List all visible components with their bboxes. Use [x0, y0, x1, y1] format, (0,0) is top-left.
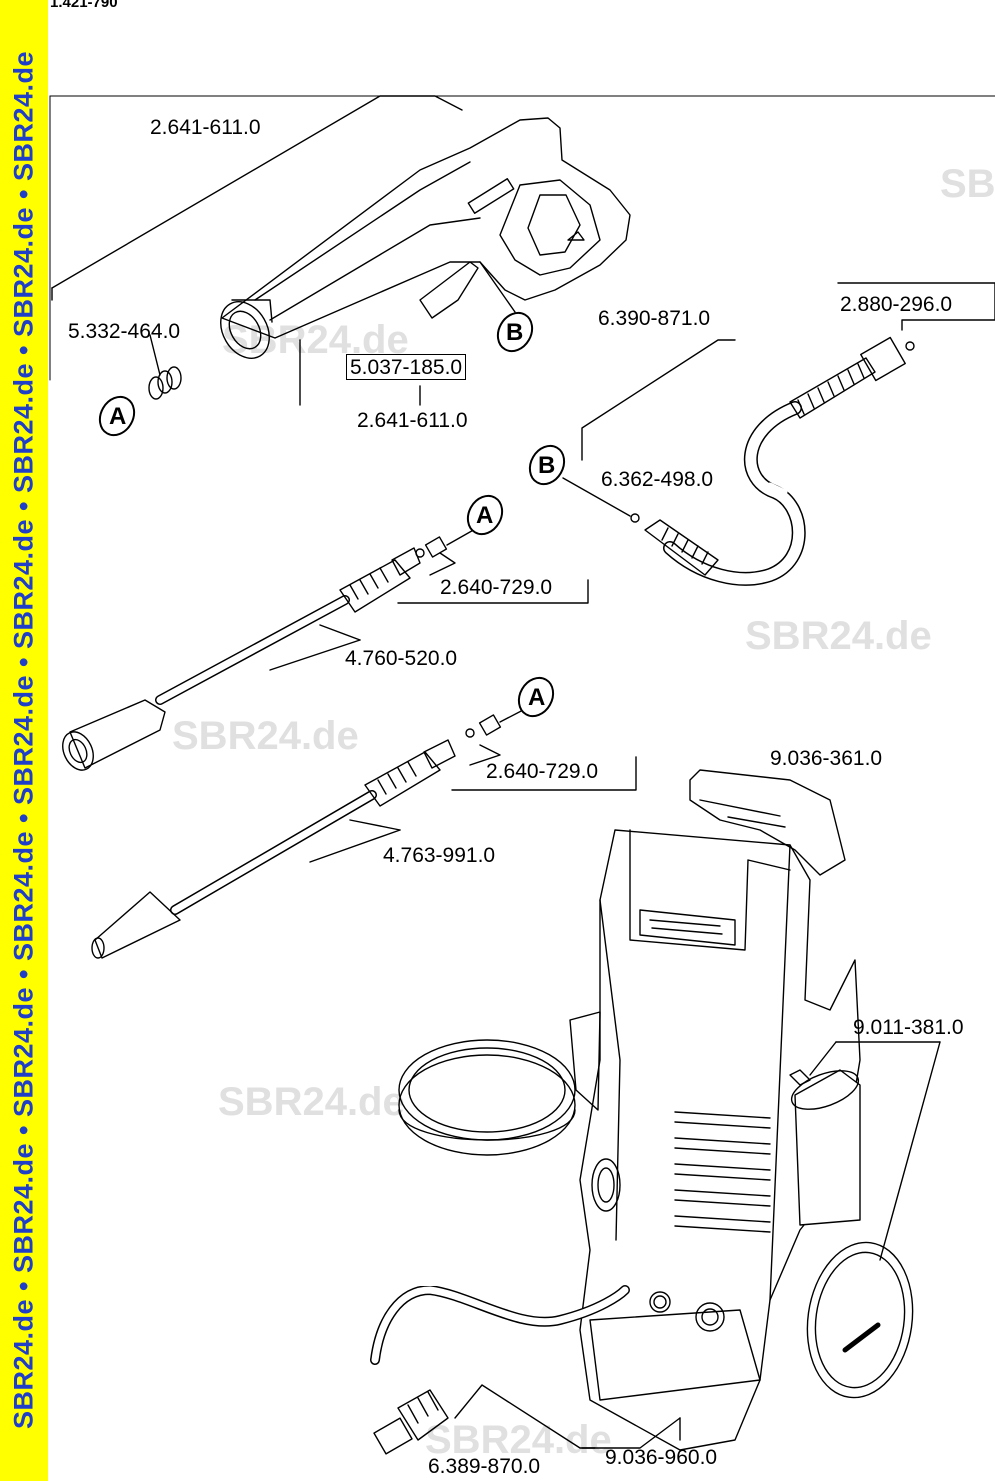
part-number-lance2: 4.763-991.0	[383, 844, 496, 867]
part-number-water-connector: 6.389-870.0	[428, 1455, 541, 1478]
coiled-garden-hose	[398, 1039, 576, 1156]
callout-a-lance1-label: A	[476, 502, 494, 529]
callout-a-lance2-label: A	[528, 684, 546, 711]
callout-a-lance1	[446, 494, 504, 546]
part-number-lance2-nozzle-set: 2.640-729.0	[486, 760, 599, 783]
part-number-hose-end-oring: 6.362-498.0	[601, 468, 714, 491]
watermark: SBR24.de	[940, 162, 995, 206]
inlet-connector	[370, 1285, 630, 1455]
watermark: SBR24.de	[218, 1080, 405, 1124]
part-number-holder: 9.011-381.0	[853, 1016, 964, 1039]
blank-patch	[362, 1232, 518, 1286]
callout-a-gun	[98, 395, 136, 437]
high-pressure-hose	[562, 282, 995, 586]
part-number-hose-oring: 2.880-296.0	[840, 293, 953, 316]
side-banner: SBR24.de • SBR24.de • SBR24.de • SBR24.d…	[0, 0, 48, 1481]
part-number-gun: 2.641-611.0	[150, 116, 261, 139]
part-number-machine: 9.036-960.0	[605, 1446, 718, 1469]
part-number-handle: 9.036-361.0	[770, 747, 883, 770]
watermark: SBR24.de	[745, 614, 932, 658]
part-number-gun-kit-boxed: 5.037-185.0	[346, 354, 467, 380]
part-number-gun-kit: 2.641-611.0	[357, 409, 468, 432]
lance-fan-nozzle	[62, 536, 589, 771]
part-number-gun-seal: 5.332-464.0	[68, 320, 181, 343]
pressure-washer-body	[569, 769, 941, 1451]
frame	[49, 95, 995, 381]
watermark: SBR24.de	[172, 714, 359, 758]
part-number-lance1-nozzle-set: 2.640-729.0	[440, 576, 553, 599]
part-number-lance1: 4.760-520.0	[345, 647, 458, 670]
callout-b-gun	[479, 261, 534, 353]
callout-b-gun-label: B	[506, 319, 524, 346]
callout-a-gun-label: A	[109, 403, 127, 430]
callout-b-hose-label: B	[538, 452, 556, 479]
watermark: SBR24.de	[425, 1418, 612, 1462]
callout-b-hose	[528, 444, 566, 486]
callout-a-lance2	[499, 676, 555, 723]
model-code: 1.421-790	[50, 0, 118, 11]
spray-gun	[51, 95, 631, 400]
part-number-hose: 6.390-871.0	[598, 307, 711, 330]
lance-rotary-nozzle	[91, 714, 637, 959]
